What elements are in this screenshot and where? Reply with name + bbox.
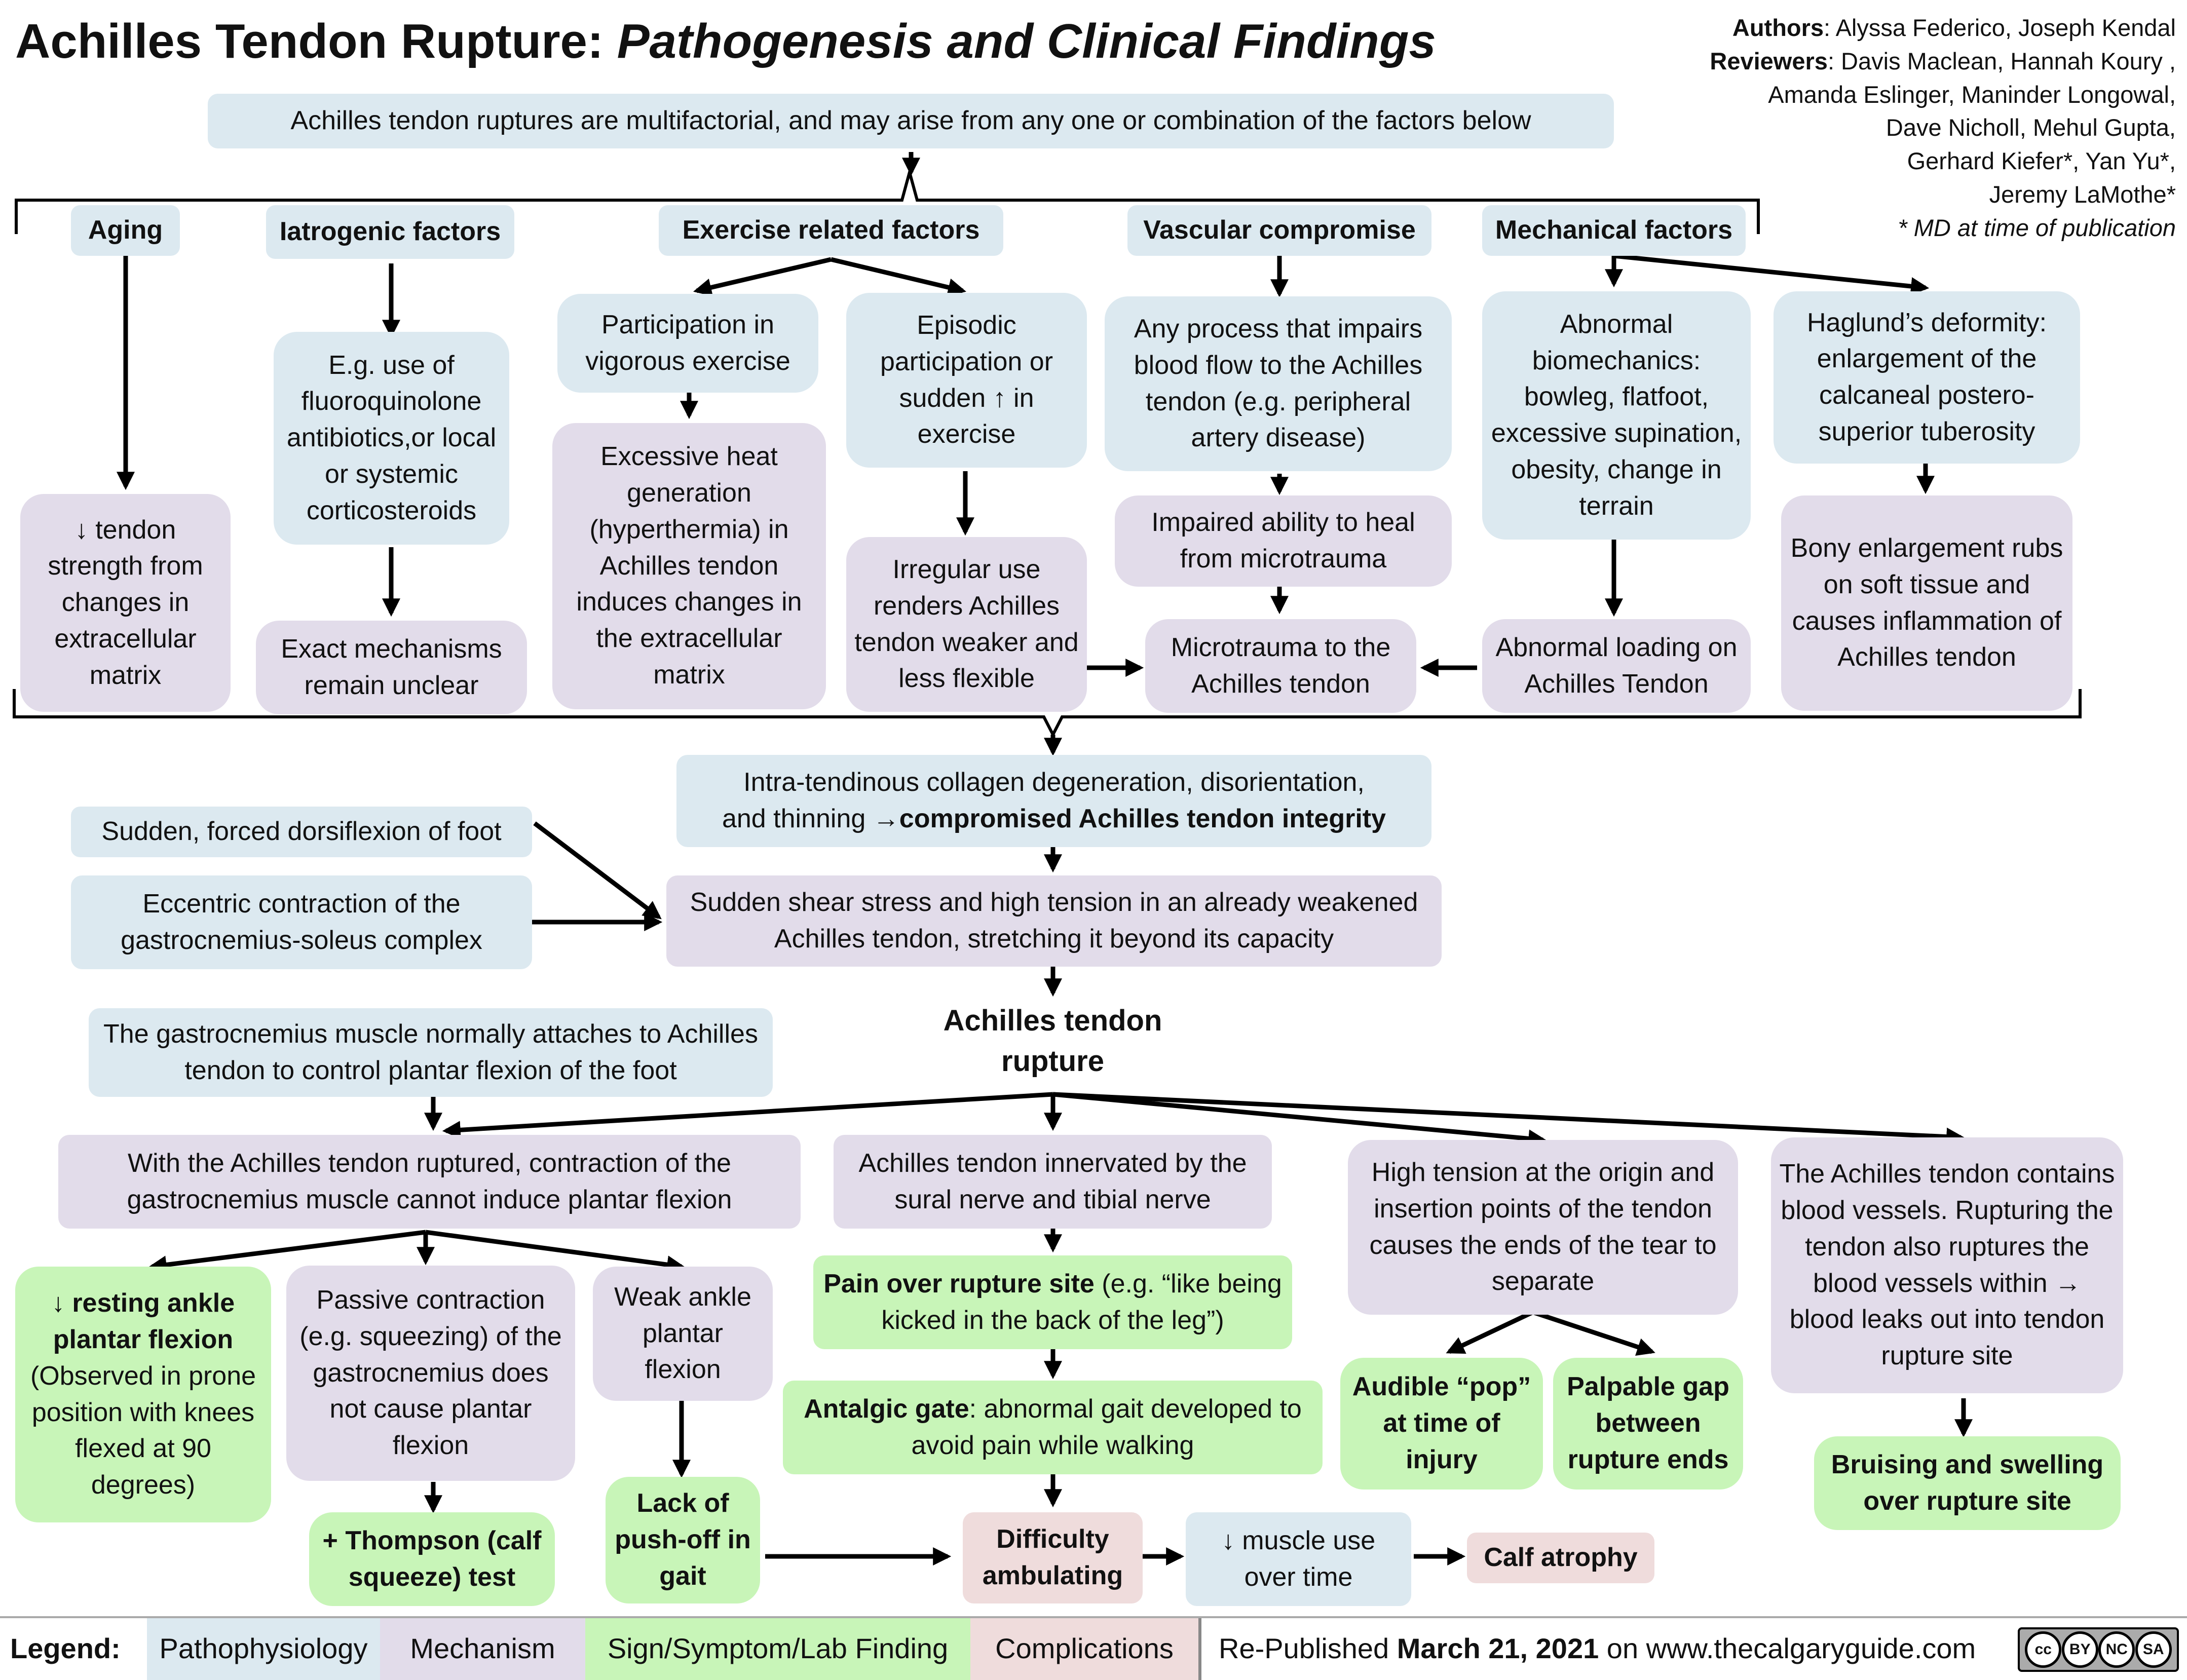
license-badge: cc BY NC SA (2018, 1627, 2179, 1672)
muscle-use: ↓ muscle use over time (1186, 1512, 1411, 1606)
header-mechanical: Mechanical factors (1482, 205, 1746, 256)
bony-enlargement: Bony enlargement rubs on soft tissue and… (1781, 495, 2072, 711)
legend-divider (1198, 1616, 1201, 1680)
antalgic-gait: Antalgic gate: abnormal gait developed t… (783, 1381, 1323, 1474)
cc-icon: cc (2025, 1631, 2062, 1668)
no-plantar-flexion: With the Achilles tendon ruptured, contr… (58, 1135, 801, 1229)
episodic-participation: Episodic participation or sudden ↑ in ex… (846, 293, 1087, 468)
header-aging: Aging (71, 205, 180, 256)
difficulty-ambulating: Difficulty ambulating (963, 1512, 1143, 1603)
abnormal-loading: Abnormal loading on Achilles Tendon (1482, 619, 1751, 713)
header-iatrogenic: Iatrogenic factors (266, 205, 514, 259)
legend-sign-symptom: Sign/Symptom/Lab Finding (585, 1616, 970, 1680)
legend-top-rule (0, 1616, 2187, 1618)
legend-label: Legend: (10, 1632, 121, 1664)
header-vascular: Vascular compromise (1127, 205, 1431, 256)
thompson-test: + Thompson (calf squeeze) test (309, 1512, 555, 1606)
pain-over-rupture: Pain over rupture site (e.g. “like being… (813, 1255, 1292, 1349)
nc-icon: NC (2098, 1631, 2135, 1668)
haglund-deformity: Haglund’s deformity: enlargement of the … (1774, 291, 2080, 464)
legend-pathophysiology: Pathophysiology (147, 1616, 380, 1680)
aging-effect: ↓ tendon strength from changes in extrac… (20, 494, 231, 712)
high-tension: High tension at the origin and insertion… (1348, 1140, 1738, 1315)
intro-box: Achilles tendon ruptures are multifactor… (208, 94, 1614, 148)
iatrogenic-effect: Exact mechanisms remain unclear (256, 621, 527, 714)
vigorous-exercise: Participation in vigorous exercise (557, 294, 818, 393)
page-title: Achilles Tendon Rupture: Pathogenesis an… (15, 14, 1436, 68)
sa-icon: SA (2135, 1631, 2172, 1668)
resting-plantar-flexion: ↓ resting ankle plantar flexion(Observed… (15, 1267, 271, 1522)
abnormal-biomechanics: Abnormal biomechanics: bowleg, flatfoot,… (1482, 291, 1751, 540)
footer-publish: Re-Published March 21, 2021 on www.theca… (1219, 1632, 1976, 1664)
legend-complications: Complications (970, 1616, 1198, 1680)
vascular-process: Any process that impairs blood flow to t… (1105, 296, 1452, 471)
rupture-title: Achilles tendon rupture (943, 1004, 1162, 1078)
calf-atrophy: Calf atrophy (1467, 1533, 1654, 1583)
bruising-swelling: Bruising and swelling over rupture site (1814, 1436, 2121, 1530)
header-exercise: Exercise related factors (659, 205, 1003, 256)
collagen-degeneration: Intra-tendinous collagen degeneration, d… (676, 755, 1431, 847)
eccentric-contraction: Eccentric contraction of the gastrocnemi… (71, 875, 532, 969)
heat-generation: Excessive heat generation (hyperthermia)… (552, 423, 826, 709)
authors-block: Authors: Alyssa Federico, Joseph Kendal … (1710, 14, 2176, 241)
dorsiflexion: Sudden, forced dorsiflexion of foot (71, 807, 532, 857)
impaired-healing: Impaired ability to heal from microtraum… (1115, 495, 1452, 587)
passive-contraction: Passive contraction (e.g. squeezing) of … (286, 1266, 575, 1481)
by-icon: BY (2061, 1631, 2098, 1668)
audible-pop: Audible “pop” at time of injury (1340, 1358, 1543, 1490)
shear-stress: Sudden shear stress and high tension in … (666, 875, 1442, 967)
weak-plantar-flexion: Weak ankle plantar flexion (593, 1267, 773, 1401)
microtrauma: Microtrauma to the Achilles tendon (1145, 619, 1416, 713)
gastroc-normal: The gastrocnemius muscle normally attach… (89, 1008, 773, 1097)
lack-of-pushoff: Lack of push-off in gait (606, 1477, 760, 1603)
iatrogenic-example: E.g. use of fluoroquinolone antibiotics,… (274, 332, 509, 545)
innervation: Achilles tendon innervated by the sural … (834, 1135, 1272, 1229)
blood-vessels: The Achilles tendon contains blood vesse… (1771, 1137, 2123, 1393)
irregular-use: Irregular use renders Achilles tendon we… (846, 537, 1087, 712)
legend-mechanism: Mechanism (380, 1616, 585, 1680)
palpable-gap: Palpable gap between rupture ends (1553, 1358, 1743, 1490)
